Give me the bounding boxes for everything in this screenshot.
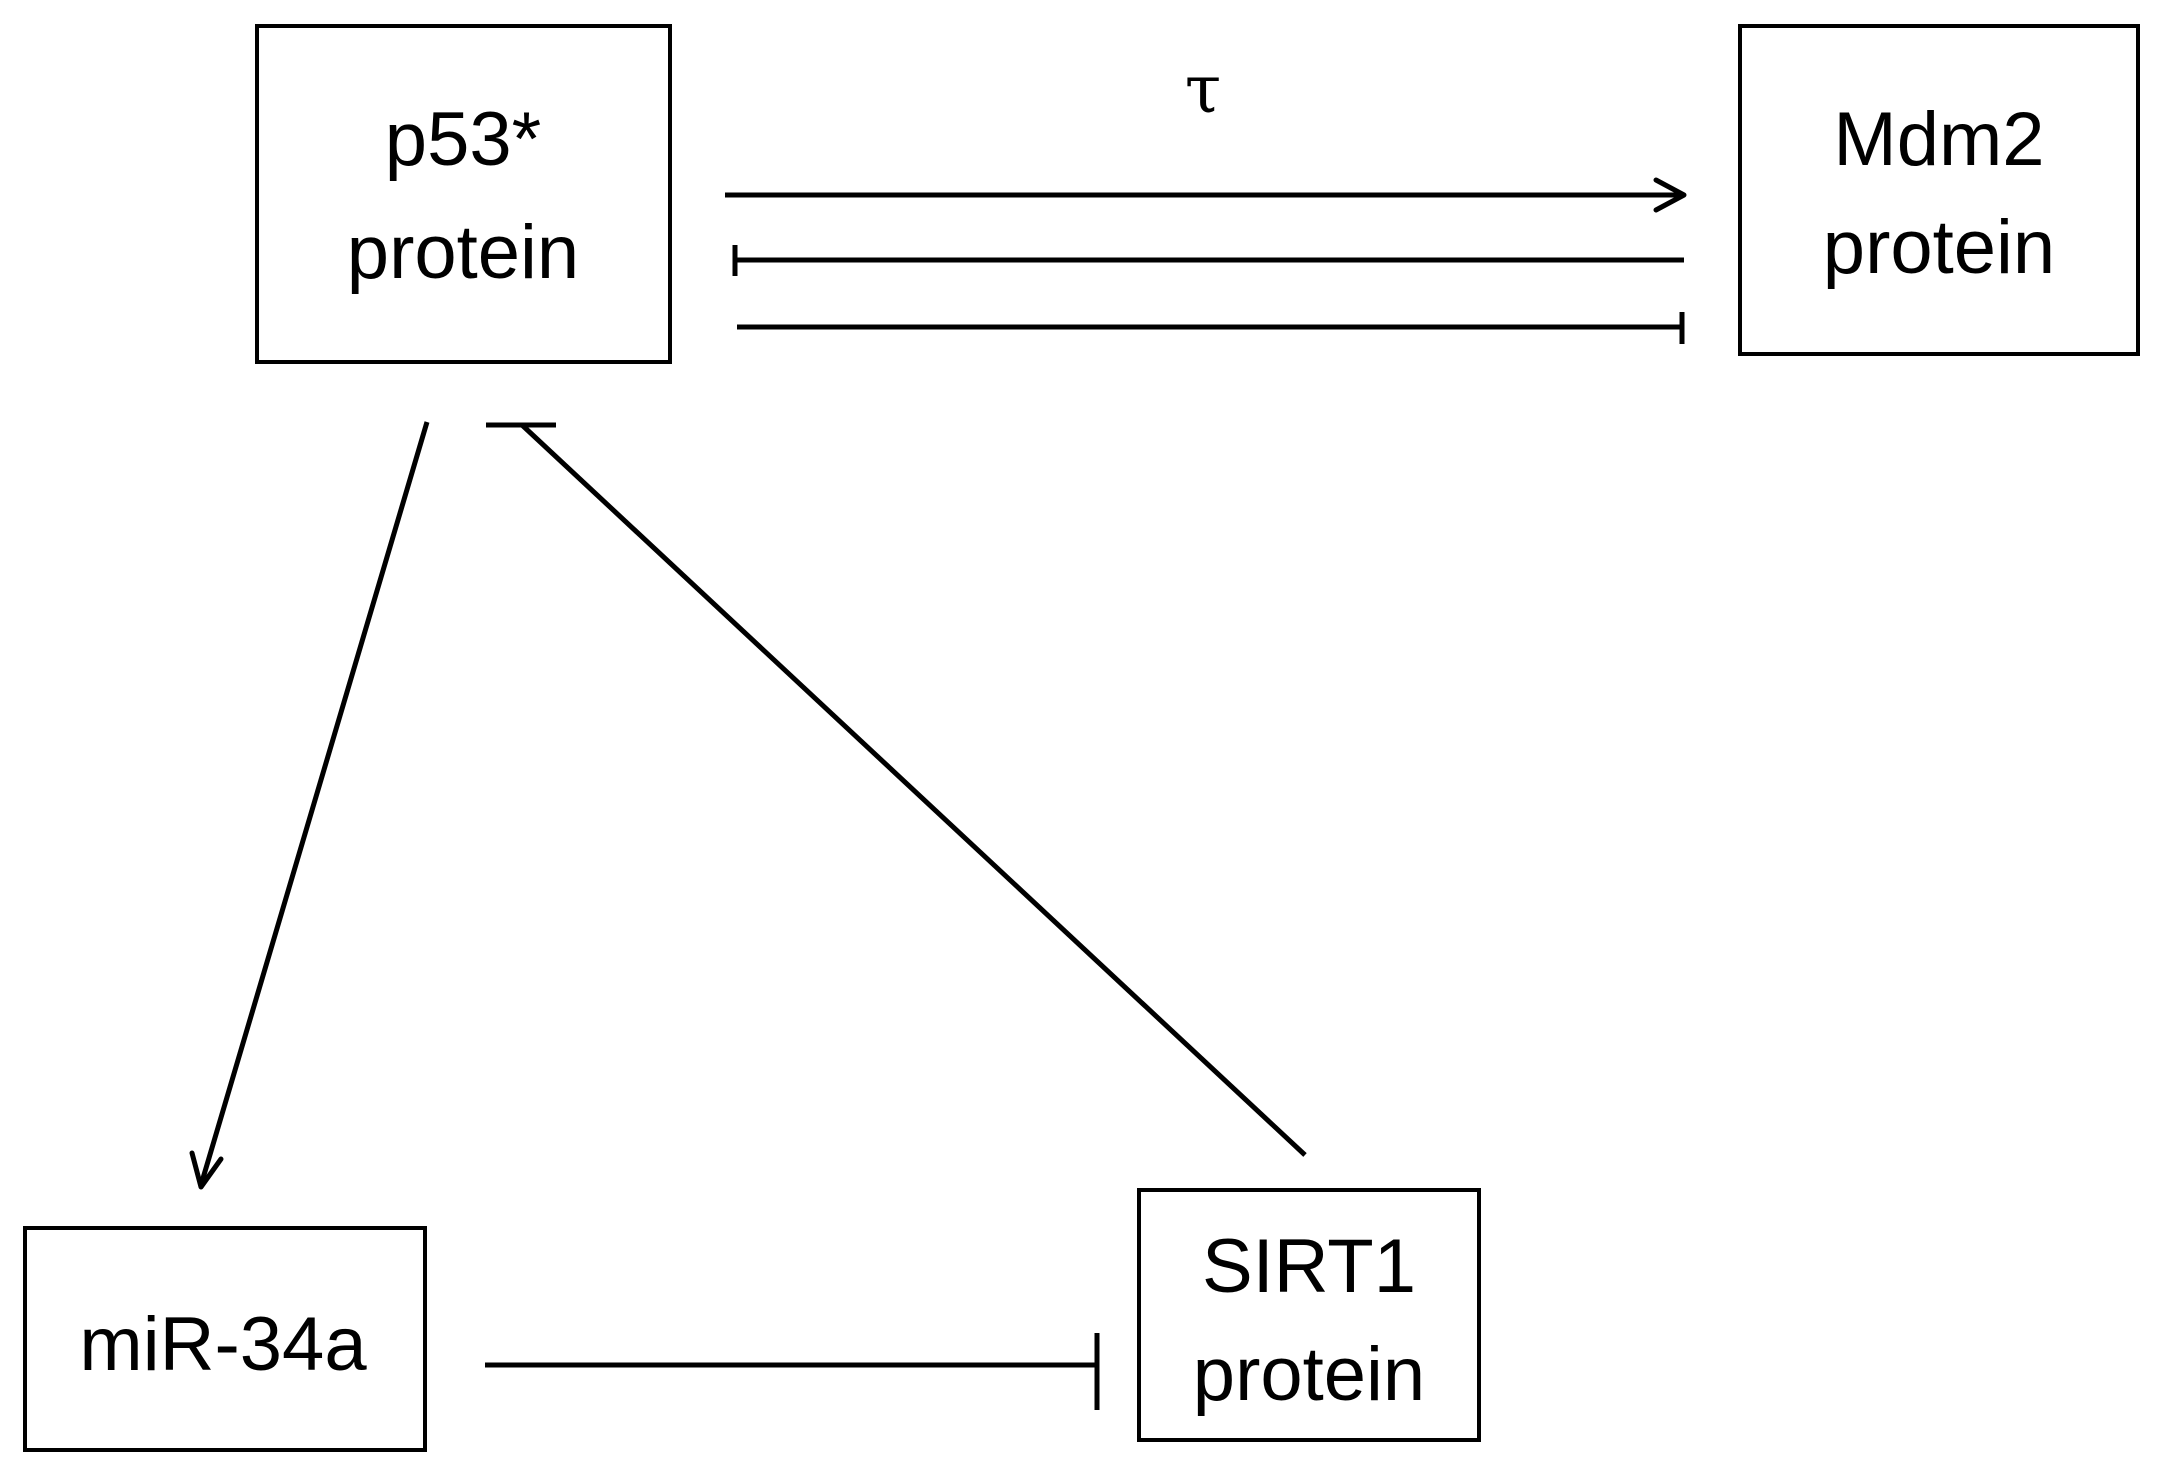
node-sirt1-label-line1: SIRT1 xyxy=(1202,1224,1416,1309)
edge-sirt1-inhibits-p53 xyxy=(486,422,1307,1157)
node-sirt1-box xyxy=(1137,1188,1481,1442)
node-mir34a: miR-34a xyxy=(23,1226,427,1452)
edge-p53-mir34a-line xyxy=(198,421,430,1186)
node-p53-protein: p53* protein xyxy=(255,24,672,364)
node-mir34a-label: miR-34a xyxy=(79,1302,367,1387)
edge-mir34a-inhibits-sirt1 xyxy=(485,1333,1100,1410)
node-sirt1-protein: SIRT1 protein xyxy=(1137,1188,1481,1442)
delay-tau-label: τ xyxy=(1185,51,1222,128)
node-sirt1-label-line2: protein xyxy=(1193,1332,1425,1417)
edge-mdm2-inhibits-p53 xyxy=(732,245,1684,276)
node-mdm2-protein: Mdm2 protein xyxy=(1738,24,2140,356)
edge-sirt1-p53-line xyxy=(520,423,1307,1157)
edge-p53-activates-mir34a xyxy=(189,421,430,1190)
edge-p53-activates-mdm2 xyxy=(725,177,1687,213)
node-p53-box xyxy=(255,24,672,364)
node-mdm2-box xyxy=(1738,24,2140,356)
arrowhead-icon xyxy=(1653,177,1687,213)
node-mdm2-label-line1: Mdm2 xyxy=(1833,97,2044,182)
node-mir34a-box xyxy=(23,1226,427,1452)
edge-p53-inhibits-mdm2 xyxy=(737,312,1685,344)
arrowhead-icon xyxy=(189,1150,224,1190)
node-mdm2-label-line2: protein xyxy=(1823,205,2055,290)
node-p53-label-line2: protein xyxy=(347,210,579,295)
node-p53-label-line1: p53* xyxy=(385,97,541,182)
